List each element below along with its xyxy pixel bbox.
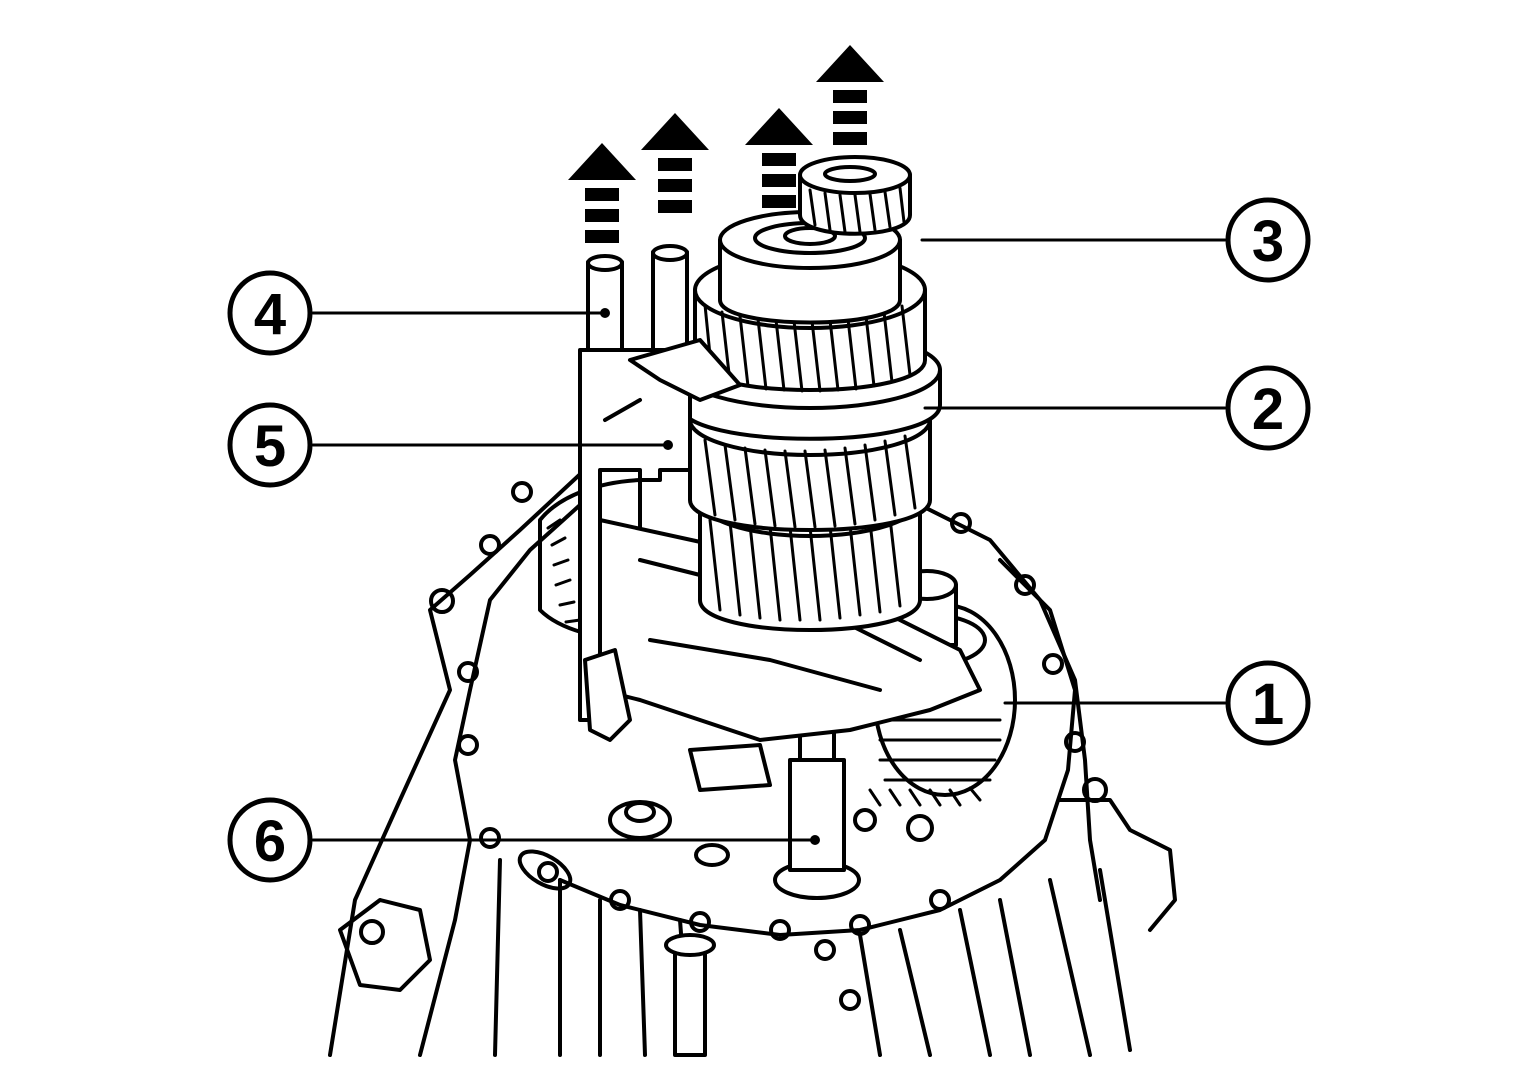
callout-1-label: 1: [1252, 672, 1284, 737]
countershaft-top-gear-3: [798, 155, 912, 236]
callout-5: 5: [227, 402, 313, 488]
callout-5-label: 5: [254, 414, 286, 479]
shift-fork-5: [578, 338, 742, 742]
lift-arrow-3: [745, 108, 813, 208]
callout-2: 2: [1225, 365, 1311, 451]
callout-3-label: 3: [1252, 209, 1284, 274]
callout-6: 6: [227, 797, 313, 883]
transmission-case: [328, 448, 1177, 1057]
callout-1: 1: [1225, 660, 1311, 746]
lift-arrow-2: [641, 113, 709, 213]
callout-3: 3: [1225, 197, 1311, 283]
leader-lines: [311, 238, 1227, 845]
lift-arrows: [568, 45, 884, 243]
callout-4-label: 4: [254, 282, 286, 347]
callout-4: 4: [227, 270, 313, 356]
callout-2-label: 2: [1252, 377, 1284, 442]
callout-6-label: 6: [254, 809, 286, 874]
mainshaft-gear-assembly: [678, 210, 942, 632]
lift-arrow-1: [568, 143, 636, 243]
lift-arrow-4: [816, 45, 884, 145]
